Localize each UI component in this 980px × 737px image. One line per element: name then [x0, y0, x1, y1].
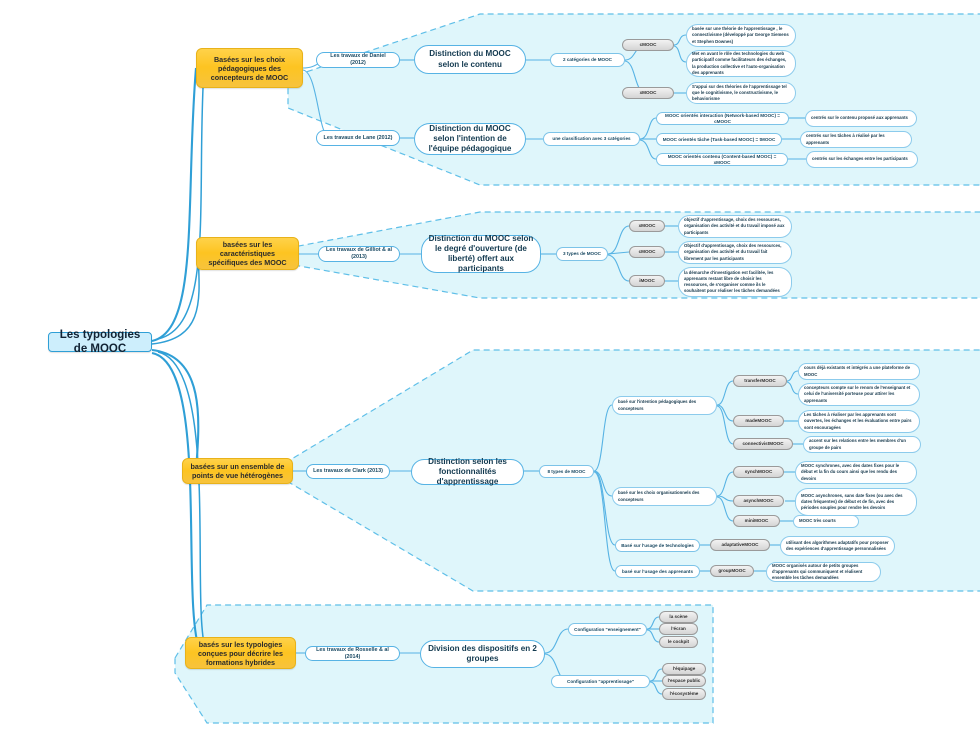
configuration-node-apprentissage[interactable]: Configuration "apprentissage": [551, 675, 650, 688]
classification-node-gilliot[interactable]: 3 types de MOOC: [556, 247, 608, 261]
type-node-content-based[interactable]: MOOC orientés contenu (Content-based MOO…: [656, 153, 788, 166]
root-node[interactable]: Les typologies de MOOC: [48, 329, 152, 355]
source-node-clark[interactable]: Les travaux de Clark (2013): [306, 464, 390, 479]
detail-node: MOOC synchrones, avec des dates fixes po…: [795, 461, 917, 484]
group-node-choix-organisationnels[interactable]: basé sur les choix organisationnels des …: [612, 487, 717, 506]
detail-node: la démarche d'investigation est facilité…: [678, 267, 792, 297]
detail-node: Objectif d'apprentissage, choix des ress…: [678, 241, 792, 264]
type-pill-mademooc[interactable]: madeMOOC: [733, 415, 784, 427]
type-node-network-based[interactable]: MOOC orientés interaction (Network-based…: [656, 112, 789, 125]
classification-node-clark[interactable]: 8 types de MOOC: [539, 465, 594, 478]
distinction-node-lane[interactable]: Distinction du MOOC selon l'intention de…: [414, 123, 526, 155]
type-pill-transfermooc[interactable]: transferMOOC: [733, 375, 787, 387]
classification-node-daniel[interactable]: 2 catégories de MOOC: [550, 53, 625, 67]
type-pill-cmooc-daniel[interactable]: cMOOC: [622, 39, 674, 51]
source-node-lane[interactable]: Les travaux de Lane (2012): [316, 130, 400, 146]
type-node-task-based[interactable]: MOOC orientés tâche (Task-based MOOC) = …: [656, 133, 782, 146]
detail-node: Met en avant le rôle des technologies du…: [686, 50, 796, 77]
distinction-node-clark[interactable]: Distinction selon les fonctionnalités d'…: [411, 457, 524, 486]
configuration-node-enseignement[interactable]: Configuration "enseignement": [568, 623, 647, 636]
detail-node: accent sur les relations entre les membr…: [803, 436, 921, 453]
detail-node: centrés sur le contenu proposé aux appre…: [805, 110, 917, 127]
type-pill-xmooc-gilliot[interactable]: xMOOC: [629, 220, 665, 232]
detail-node: Les tâches à réaliser par les apprenants…: [798, 410, 920, 433]
group-node-intention-pedagogique[interactable]: basé sur l'intention pédagogiques des co…: [612, 396, 717, 415]
detail-node: S'appui sur des théories de l'apprentiss…: [686, 82, 796, 104]
category-node-pedagogiques[interactable]: Basées sur les choix pédagogiques des co…: [196, 48, 303, 88]
type-pill-xmooc-daniel[interactable]: xMOOC: [622, 87, 674, 99]
distinction-node-rosselle[interactable]: Division des dispositifs en 2 groupes: [420, 640, 545, 668]
source-node-daniel[interactable]: Les travaux de Daniel (2012): [316, 52, 400, 68]
group-node-usage-technologies[interactable]: Basé sur l'usage de technologies: [615, 539, 700, 552]
detail-node: centrés sur les tâches à réalisé par les…: [800, 131, 912, 148]
category-node-caracteristiques[interactable]: basées sur les caractéristiques spécifiq…: [196, 237, 299, 270]
config-item-cockpit[interactable]: le cockpit: [659, 636, 698, 648]
detail-node: objectif d'apprentissage, choix des ress…: [678, 215, 792, 238]
type-pill-synchmooc[interactable]: synchMOOC: [733, 466, 784, 478]
detail-node: MOOC très courts: [793, 515, 859, 528]
detail-node: MOOC organisés autour de petits groupes …: [766, 562, 881, 582]
detail-node: concepteurs compte sur le renom de l'ens…: [798, 383, 920, 406]
category-node-hybrides[interactable]: basés sur les typologies conçues pour dé…: [185, 637, 296, 669]
classification-node-lane[interactable]: une classification avec 3 catégories: [543, 132, 640, 146]
detail-node: utilisant des algorithmes adaptatifs pou…: [780, 536, 895, 556]
detail-node: MOOC asynchrones, sans date fixes (ou av…: [795, 488, 917, 516]
source-node-gilliot[interactable]: Les travaux de Gilliot & al (2013): [318, 246, 400, 262]
category-node-heterogenes[interactable]: basées sur un ensemble de points de vue …: [182, 458, 293, 484]
type-pill-adaptativemooc[interactable]: adaptativeMOOC: [710, 539, 770, 551]
distinction-node-gilliot[interactable]: Distinction du MOOC selon le degré d'ouv…: [421, 234, 541, 273]
distinction-node-daniel[interactable]: Distinction du MOOC selon le contenu: [414, 45, 526, 74]
config-item-ecran[interactable]: l'écran: [659, 623, 698, 635]
detail-node: cours déjà existants et intégrés a une p…: [798, 363, 920, 380]
type-pill-minimooc[interactable]: miniMOOC: [733, 515, 780, 527]
detail-node: basée sur une théorie de l'apprentissage…: [686, 24, 796, 47]
config-item-espace-public[interactable]: l'espace public: [662, 675, 706, 687]
source-node-rosselle[interactable]: Les travaux de Rosselle & al (2014): [305, 646, 400, 661]
type-pill-asynchmooc[interactable]: asynchMOOC: [733, 495, 784, 507]
config-item-scene[interactable]: la scène: [659, 611, 698, 623]
group-node-usage-apprenants[interactable]: basé sur l'usage des apprenants: [615, 565, 700, 578]
type-pill-groupmooc[interactable]: groupMOOC: [710, 565, 754, 577]
type-pill-connectivistmooc[interactable]: connectivistMOOC: [733, 438, 793, 450]
detail-node: centrés sur les échanges entre les parti…: [806, 151, 918, 168]
config-item-equipage[interactable]: l'équipage: [662, 663, 706, 675]
config-item-ecosysteme[interactable]: l'écosystème: [662, 688, 706, 700]
type-pill-cmooc-gilliot[interactable]: cMOOC: [629, 246, 665, 258]
type-pill-imooc-gilliot[interactable]: iMOOC: [629, 275, 665, 287]
